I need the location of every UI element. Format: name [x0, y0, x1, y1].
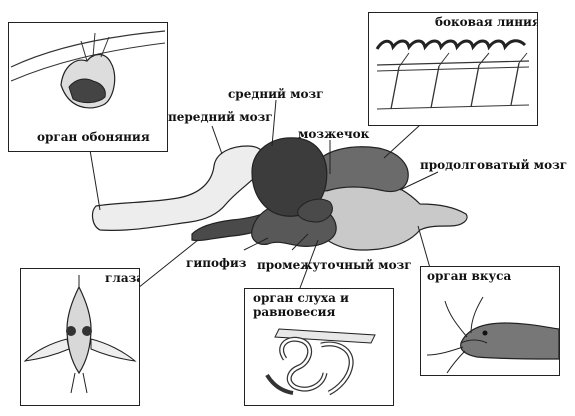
lower-lobe — [297, 198, 333, 223]
smell-organ-label: орган обоняния — [37, 130, 150, 144]
catfish-icon — [426, 296, 559, 374]
pituitary-label: гипофиз — [186, 256, 247, 270]
hearing-label-line1: орган слуха и — [253, 291, 349, 305]
cerebellum-shape — [309, 146, 409, 193]
fish-front-icon — [23, 275, 137, 394]
lateral-line-icon — [375, 39, 530, 110]
box-hearing-organ: орган слуха и равновесия — [244, 288, 394, 406]
inner-ear-icon — [265, 328, 376, 396]
lateral-line-label: боковая линия — [435, 15, 538, 29]
cerebellum-label: мозжечок — [298, 127, 370, 141]
forebrain-label: передний мозг — [168, 110, 273, 124]
leader-lines — [89, 99, 439, 289]
nostril-icon — [10, 30, 166, 109]
box-taste-organ: орган вкуса — [420, 266, 560, 376]
olfactory-tract — [91, 145, 266, 231]
box-eyes: глаза — [20, 268, 140, 406]
box-smell-organ: орган обоняния — [8, 22, 168, 152]
taste-organ-label: орган вкуса — [427, 269, 512, 283]
midbrain-shape — [251, 137, 328, 217]
medulla-label: продолговатый мозг — [420, 158, 568, 172]
midbrain-label: средний мозг — [228, 87, 324, 101]
diencephalon-label: промежуточный мозг — [257, 258, 412, 272]
hearing-label-line2: равновесия — [253, 305, 336, 319]
eyes-label: глаза — [105, 271, 139, 285]
box-lateral-line: боковая линия — [368, 12, 538, 126]
